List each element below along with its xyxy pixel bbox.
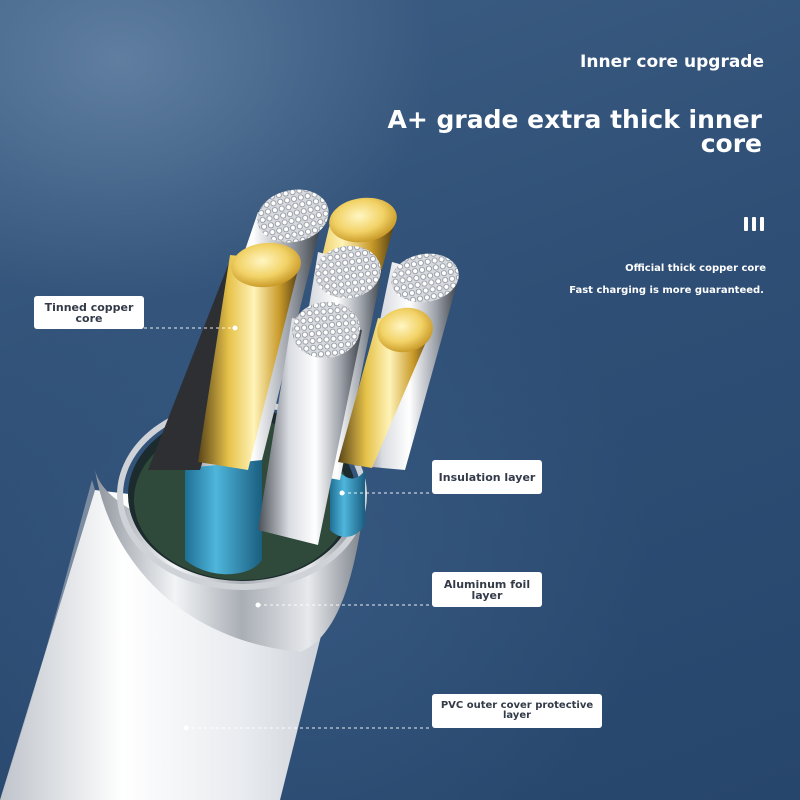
header-subtitle: Inner core upgrade [580,52,764,72]
callout-tinned-copper-core: Tinned copper core [34,296,144,329]
feature-text-fast-charging: Fast charging is more guaranteed. [569,285,764,296]
callout-insulation-layer: Insulation layer [432,460,542,494]
header-title: A+ grade extra thick inner core [387,105,763,158]
feature-text-copper-core: Official thick copper core [625,263,766,274]
pause-icon [742,217,764,231]
callout-aluminum-foil-layer: Aluminum foil layer [432,572,542,607]
wire-ends [231,189,459,359]
callout-pvc-outer-cover: PVC outer cover protective layer [432,694,602,728]
leader-lines [144,327,432,729]
leader-dots [183,325,345,731]
